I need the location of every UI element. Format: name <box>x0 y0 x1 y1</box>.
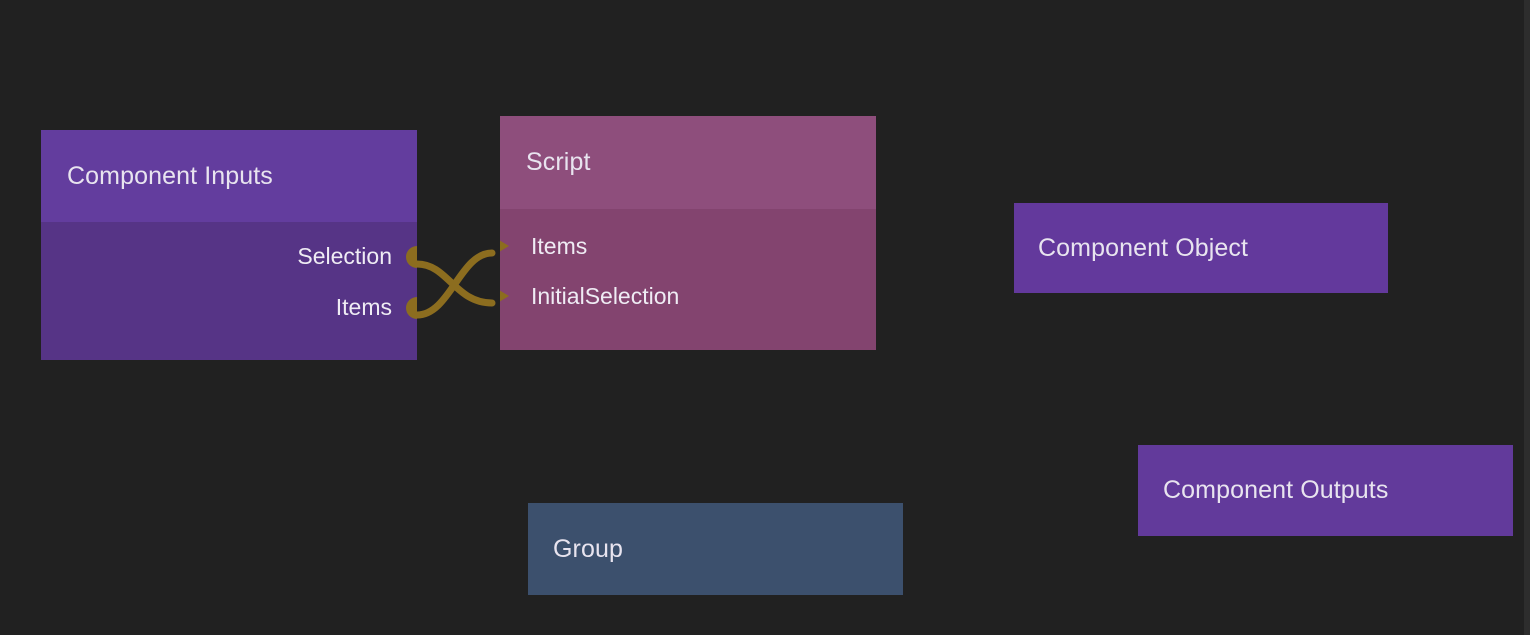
node-title: Script <box>526 148 591 176</box>
wire-items-to-items[interactable] <box>413 249 496 319</box>
node-title: Group <box>553 534 623 563</box>
node-header[interactable]: Component Inputs <box>41 130 417 222</box>
node-body: Items InitialSelection <box>500 209 876 350</box>
node-header[interactable]: Component Outputs <box>1138 445 1513 536</box>
port-row-initialselection[interactable]: InitialSelection <box>500 283 679 309</box>
port-label-items-in: Items <box>531 232 588 259</box>
port-row-items[interactable]: Items <box>336 296 417 319</box>
node-component-outputs[interactable]: Component Outputs <box>1138 445 1513 536</box>
node-component-inputs[interactable]: Component Inputs Selection Items <box>41 130 417 360</box>
input-port-arrow-icon[interactable] <box>500 233 509 259</box>
node-title: Component Outputs <box>1163 476 1389 504</box>
port-label-initialselection: InitialSelection <box>531 282 680 309</box>
input-port-arrow-icon[interactable] <box>500 283 509 309</box>
port-row-selection[interactable]: Selection <box>297 245 417 268</box>
node-group[interactable]: Group <box>528 503 903 595</box>
canvas-right-edge <box>1524 0 1530 635</box>
port-label-selection: Selection <box>297 243 392 269</box>
node-header[interactable]: Component Object <box>1014 203 1388 293</box>
wire-selection-to-initialselection[interactable] <box>413 260 496 307</box>
port-label-items: Items <box>335 294 392 320</box>
node-header[interactable]: Script <box>500 116 876 209</box>
port-row-items-in[interactable]: Items <box>500 233 587 259</box>
output-port-dot-icon[interactable] <box>406 296 417 319</box>
node-title: Component Object <box>1038 233 1249 262</box>
node-title: Component Inputs <box>67 161 273 190</box>
node-body: Selection Items <box>41 222 417 360</box>
node-header[interactable]: Group <box>528 503 903 595</box>
output-port-dot-icon[interactable] <box>406 245 417 268</box>
node-component-object[interactable]: Component Object <box>1014 203 1388 293</box>
node-script[interactable]: Script Items InitialSelection <box>500 116 876 350</box>
